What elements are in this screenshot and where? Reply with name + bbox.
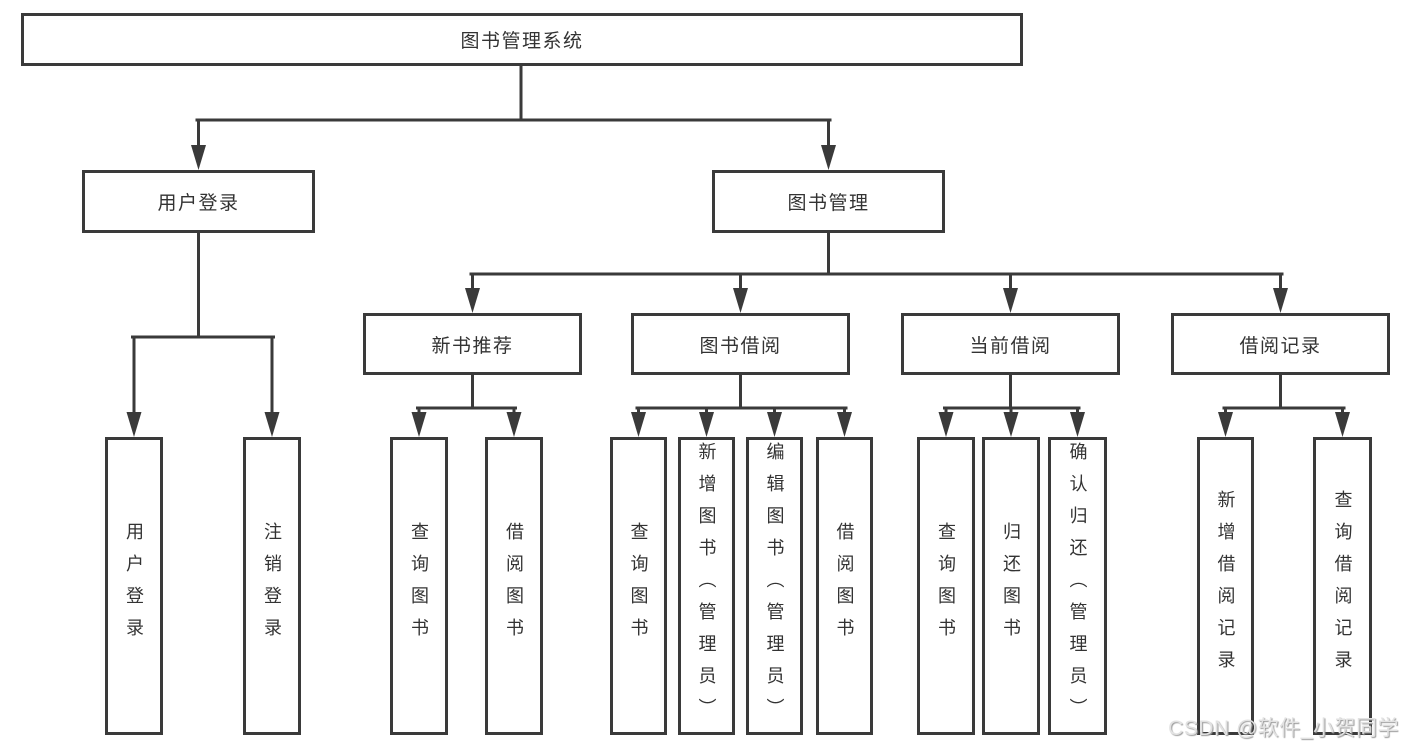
- leaf-label: 新增图书（管理员）: [696, 442, 717, 730]
- node-label: 新书推荐: [431, 335, 514, 357]
- node-new-book-recommend: 新书推荐: [363, 313, 582, 375]
- leaf-label: 新增借阅记录: [1215, 490, 1236, 682]
- node-book-borrowing: 图书借阅: [631, 313, 850, 375]
- leaf-br-query-record: 查询借阅记录: [1313, 437, 1372, 735]
- node-label: 借阅记录: [1239, 335, 1322, 357]
- leaf-label: 借阅图书: [834, 522, 855, 650]
- node-user-login: 用户登录: [82, 170, 315, 233]
- leaf-label: 查询借阅记录: [1332, 490, 1353, 682]
- leaf-label: 编辑图书（管理员）: [764, 442, 785, 730]
- arrowhead-icons: [126, 145, 1350, 437]
- tree-edges: [131, 64, 1346, 420]
- leaf-bb-query-books: 查询图书: [610, 437, 667, 735]
- leaf-nbr-query-books: 查询图书: [390, 437, 448, 735]
- leaf-label: 查询图书: [409, 522, 429, 650]
- leaf-label: 确认归还（管理员）: [1067, 442, 1088, 730]
- node-label: 图书管理系统: [460, 31, 584, 52]
- leaf-label: 用户登录: [124, 522, 144, 650]
- node-label: 当前借阅: [969, 335, 1052, 357]
- leaf-user-login: 用户登录: [105, 437, 163, 735]
- csdn-watermark: CSDN @软件_小贺同学: [1168, 717, 1399, 740]
- leaf-bb-borrow-books: 借阅图书: [816, 437, 873, 735]
- node-label: 图书借阅: [699, 335, 782, 357]
- leaf-cb-return-books: 归还图书: [982, 437, 1040, 735]
- node-label: 图书管理: [787, 193, 870, 214]
- leaf-label: 归还图书: [1001, 522, 1021, 650]
- node-label: 用户登录: [157, 193, 240, 214]
- leaf-label: 借阅图书: [504, 522, 524, 650]
- node-library-management-system: 图书管理系统: [21, 13, 1023, 66]
- leaf-cb-query-books: 查询图书: [917, 437, 975, 735]
- leaf-label: 注销登录: [262, 522, 282, 650]
- leaf-bb-edit-books-admin: 编辑图书（管理员）: [746, 437, 803, 735]
- leaf-br-add-record: 新增借阅记录: [1197, 437, 1254, 735]
- leaf-label: 查询图书: [936, 522, 956, 650]
- leaf-bb-add-books-admin: 新增图书（管理员）: [678, 437, 735, 735]
- node-current-borrowing: 当前借阅: [901, 313, 1120, 375]
- leaf-label: 查询图书: [628, 522, 649, 650]
- node-borrow-records: 借阅记录: [1171, 313, 1390, 375]
- node-book-management: 图书管理: [712, 170, 945, 233]
- leaf-logout: 注销登录: [243, 437, 301, 735]
- leaf-nbr-borrow-books: 借阅图书: [485, 437, 543, 735]
- leaf-cb-confirm-return-admin: 确认归还（管理员）: [1048, 437, 1107, 735]
